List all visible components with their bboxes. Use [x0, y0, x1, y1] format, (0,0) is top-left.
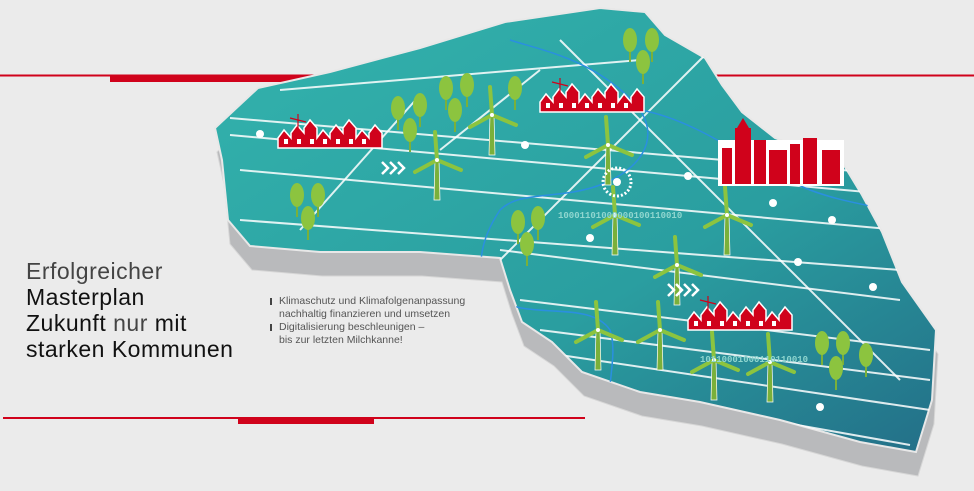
bullet-text: nachhaltig finanzieren und umsetzen: [279, 308, 451, 320]
wind-turbine-icon: [703, 185, 753, 256]
tree-icon: [636, 50, 650, 84]
binary-code-2: 10110001000110110010: [700, 355, 808, 365]
network-line: [559, 354, 931, 411]
network-node: [256, 130, 264, 138]
city-skyline: [718, 118, 844, 186]
network-node: [586, 234, 594, 242]
bullet-marker: [270, 298, 272, 305]
bullet-marker: [270, 324, 272, 331]
bullet-item: Digitalisierung beschleunigen – bis zur …: [270, 321, 465, 347]
tree-icon: [403, 118, 417, 152]
bullet-text: bis zur letzten Milchkanne!: [279, 334, 403, 346]
bullet-text: Klimaschutz und Klimafolgenanpassung: [279, 295, 466, 307]
village-icon: [539, 78, 645, 113]
network-node: [816, 403, 824, 411]
headline-line-3c: mit: [154, 310, 187, 336]
village-icon: [277, 114, 383, 149]
wind-turbine-icon: [584, 115, 634, 186]
network-node: [794, 258, 802, 266]
tree-icon: [520, 232, 534, 266]
binary-code: 10001101000000100110010: [558, 211, 682, 221]
wind-turbine-icon: [690, 330, 740, 401]
village-icon: [687, 296, 793, 331]
network-node: [869, 283, 877, 291]
chevron-arrows: [381, 161, 700, 297]
network-node: [769, 199, 777, 207]
network-line: [279, 59, 641, 91]
headline-line-2: Masterplan: [26, 284, 145, 310]
network-node: [828, 216, 836, 224]
tree-icon: [623, 28, 637, 62]
wind-turbine-icon: [591, 185, 641, 256]
headline-line-4: starken Kommunen: [26, 336, 234, 362]
wind-turbines: [413, 85, 796, 403]
tree-icon: [829, 356, 843, 390]
network-node: [684, 172, 692, 180]
tree-icon: [531, 206, 545, 240]
binary-code-layer: 10001101000000100110010 1011000100011011…: [558, 211, 808, 365]
tree-icon: [439, 76, 453, 110]
tree-icon: [836, 331, 850, 365]
tree-icon: [511, 210, 525, 244]
top-rule-accent: [110, 75, 318, 82]
tree-icon: [508, 76, 522, 110]
tree-icon: [290, 183, 304, 217]
headline: Erfolgreicher Masterplan Zukunft nur mit…: [26, 258, 233, 362]
headline-line-1: Erfolgreicher: [26, 258, 163, 284]
bullet-text: Digitalisierung beschleunigen –: [279, 321, 425, 333]
tree-icon: [311, 183, 325, 217]
bullet-item: Klimaschutz und Klimafolgenanpassung nac…: [270, 295, 465, 321]
tree-icon: [859, 343, 873, 377]
tree-icon: [645, 28, 659, 62]
towns: [277, 78, 793, 331]
wind-turbine-icon: [413, 130, 463, 201]
tree-icon: [815, 331, 829, 365]
tree-icon: [391, 96, 405, 130]
signal-icon: [601, 166, 633, 198]
tree-icon: [301, 206, 315, 240]
tree-icon: [448, 98, 462, 132]
tree-icon: [413, 93, 427, 127]
bottom-rule-accent: [238, 418, 374, 424]
bullet-list: Klimaschutz und Klimafolgenanpassung nac…: [270, 295, 465, 347]
headline-line-3b: nur: [113, 310, 148, 336]
headline-line-3a: Zukunft: [26, 310, 107, 336]
tree-icon: [460, 73, 474, 107]
wind-turbine-icon: [574, 300, 624, 371]
wind-turbine-icon: [636, 300, 686, 371]
wind-turbine-icon: [468, 85, 518, 156]
network-line: [239, 169, 901, 231]
network-lines: [229, 39, 931, 446]
trees: [290, 28, 873, 390]
network-node: [521, 141, 529, 149]
wind-turbine-icon: [746, 332, 796, 403]
network-line: [239, 219, 901, 271]
